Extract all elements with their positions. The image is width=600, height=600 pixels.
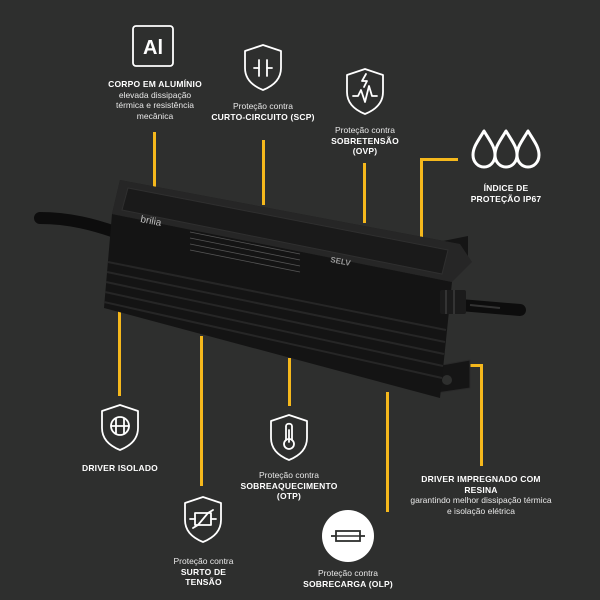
connector-resin-v — [480, 364, 483, 466]
feature-ovp-pre: Proteção contra — [334, 125, 395, 135]
thermometer-shield-icon — [270, 414, 308, 461]
aluminum-symbol-text: Al — [143, 37, 163, 59]
isolated-driver-shield-icon — [101, 404, 139, 451]
feature-otp: Proteção contra SOBREAQUECIMENTO (OTP) — [219, 470, 359, 502]
connector-isolated — [118, 308, 121, 396]
product-selv-mark: SELV — [330, 255, 352, 268]
fuse-icon-badge — [322, 510, 374, 562]
feature-surge-pre: Proteção contra — [173, 556, 234, 566]
aluminum-symbol-icon: Al — [132, 25, 174, 67]
feature-olp: Proteção contra SOBRECARGA (OLP) — [288, 568, 408, 589]
short-circuit-shield-icon — [244, 44, 282, 91]
connector-scp — [262, 140, 265, 205]
feature-scp-title: CURTO-CIRCUITO (SCP) — [211, 111, 315, 122]
feature-resin-desc: garantindo melhor dissipação térmica e i… — [410, 495, 552, 516]
feature-ip67: ÍNDICE DE PROTEÇÃO IP67 — [466, 183, 546, 205]
fuse-icon — [331, 530, 365, 542]
connector-olp — [386, 392, 389, 512]
feature-resin: DRIVER IMPREGNADO COM RESINA garantindo … — [408, 474, 554, 516]
feature-aluminum-desc: elevada dissipação térmica e resistência… — [116, 89, 194, 121]
feature-isolated-title: DRIVER ISOLADO — [81, 463, 158, 473]
overvoltage-shield-icon — [346, 68, 384, 115]
feature-scp-pre: Proteção contra — [232, 101, 293, 111]
product-brand: brilia — [139, 214, 162, 229]
feature-olp-title: SOBRECARGA (OLP) — [303, 578, 393, 589]
feature-surge-title: SURTO DE TENSÃO — [180, 566, 227, 588]
feature-otp-title: SOBREAQUECIMENTO (OTP) — [240, 480, 338, 502]
feature-olp-pre: Proteção contra — [317, 568, 378, 578]
feature-otp-pre: Proteção contra — [258, 470, 319, 480]
feature-isolated: DRIVER ISOLADO — [60, 463, 180, 474]
surge-shield-icon — [184, 496, 222, 543]
feature-surge: Proteção contra SURTO DE TENSÃO — [156, 556, 251, 588]
connector-ip67-h — [420, 158, 458, 161]
connector-ip67-v — [420, 158, 423, 243]
feature-ip67-title: ÍNDICE DE PROTEÇÃO IP67 — [470, 183, 542, 204]
connector-ovp — [363, 163, 366, 223]
feature-aluminum-title: CORPO EM ALUMÍNIO — [108, 79, 202, 89]
connector-surge — [200, 336, 203, 486]
connector-aluminum — [153, 132, 156, 187]
feature-ovp-title: SOBRETENSÃO (OVP) — [331, 135, 399, 157]
feature-aluminum: CORPO EM ALUMÍNIO elevada dissipação tér… — [85, 79, 225, 121]
water-drops-icon — [471, 129, 541, 169]
feature-resin-title: DRIVER IMPREGNADO COM RESINA — [421, 474, 541, 495]
feature-scp: Proteção contra CURTO-CIRCUITO (SCP) — [203, 101, 323, 122]
connector-otp — [288, 358, 291, 406]
feature-ovp: Proteção contra SOBRETENSÃO (OVP) — [305, 125, 425, 157]
